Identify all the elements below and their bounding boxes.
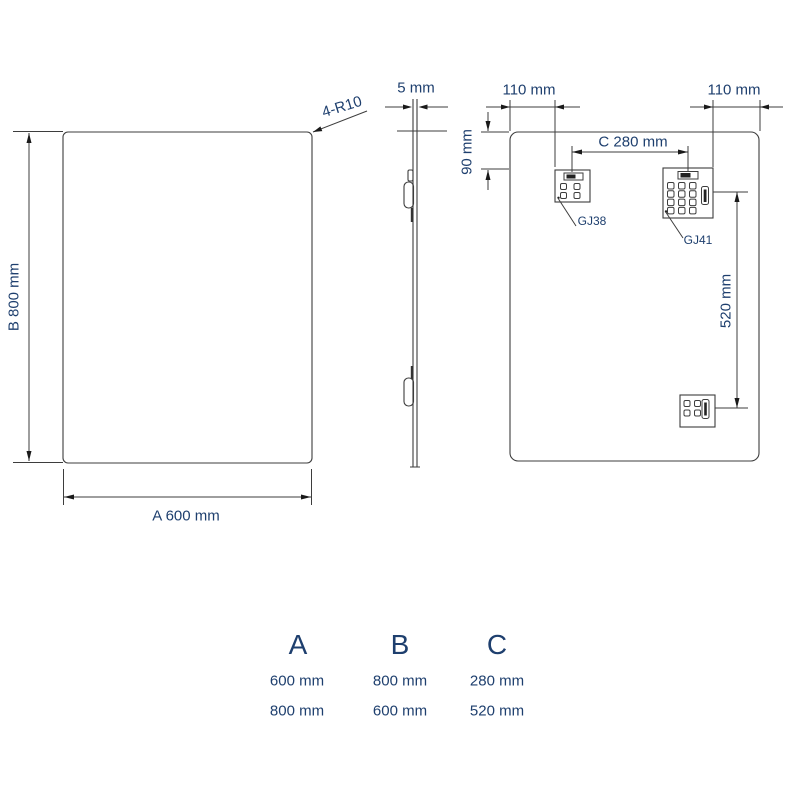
size-table-header-b: B [390, 629, 410, 660]
size-table-header-c: C [486, 629, 508, 660]
dim-label-b-height: B 800 mm [5, 262, 23, 332]
dim-label-left-offset: 110 mm [502, 81, 556, 99]
arrowhead [64, 494, 74, 500]
gj41-leader [665, 212, 684, 239]
arrowhead [734, 398, 740, 408]
arrowhead [734, 192, 740, 202]
dim-top-offset [481, 112, 509, 190]
gj38-leader [558, 198, 577, 227]
dim-vertical-spacing [713, 191, 748, 409]
arrowhead [485, 121, 491, 131]
side-view [385, 99, 448, 468]
bracket-gj41 [662, 167, 714, 239]
arrowhead [760, 104, 769, 110]
dim-bracket-spacing [571, 146, 689, 172]
arrowhead [485, 170, 491, 180]
size-table-cell: 800 mm [372, 672, 428, 690]
bracket-label-gj38: GJ38 [577, 214, 607, 228]
back-panel-outline [509, 131, 760, 462]
arrowhead [313, 126, 323, 132]
dim-label-bracket-spacing: C 280 mm [598, 133, 668, 151]
dim-label-right-offset: 110 mm [707, 81, 761, 99]
size-table-header-a: A [288, 629, 308, 660]
arrowhead [555, 104, 564, 110]
side-hanger-top [403, 169, 415, 222]
arrowhead [501, 104, 510, 110]
arrowhead [572, 149, 582, 155]
side-hanger-bottom [403, 366, 415, 407]
dim-a-width [63, 469, 312, 505]
size-table-cell: 600 mm [372, 702, 428, 720]
bracket-bottom [679, 394, 716, 428]
arrowhead [26, 451, 32, 461]
size-table-cell: 520 mm [469, 702, 525, 720]
arrowhead [26, 133, 32, 143]
arrowhead [704, 104, 713, 110]
dim-label-thickness: 5 mm [397, 79, 435, 97]
size-table-cell: 280 mm [469, 672, 525, 690]
size-table-cell: 600 mm [269, 672, 325, 690]
corner-radius-leader [312, 110, 368, 133]
dim-right-offset [690, 100, 783, 167]
dim-b-height [13, 131, 63, 463]
bracket-gj38 [554, 169, 591, 227]
size-table-cell: 800 mm [269, 702, 325, 720]
arrowhead [418, 104, 428, 110]
dim-left-offset [486, 100, 580, 167]
gj41-hole-grid [667, 182, 697, 215]
dim-label-top-offset: 90 mm [458, 129, 476, 175]
arrowhead [403, 104, 412, 110]
front-view [13, 110, 368, 505]
back-view [481, 100, 783, 462]
arrowhead [678, 149, 688, 155]
dim-thickness [385, 104, 448, 110]
front-panel-outline [62, 131, 313, 464]
bracket-label-gj41: GJ41 [683, 233, 713, 247]
arrowhead [301, 494, 311, 500]
dim-label-vertical-spacing: 520 mm [717, 273, 735, 329]
dim-label-a-width: A 600 mm [152, 507, 220, 525]
